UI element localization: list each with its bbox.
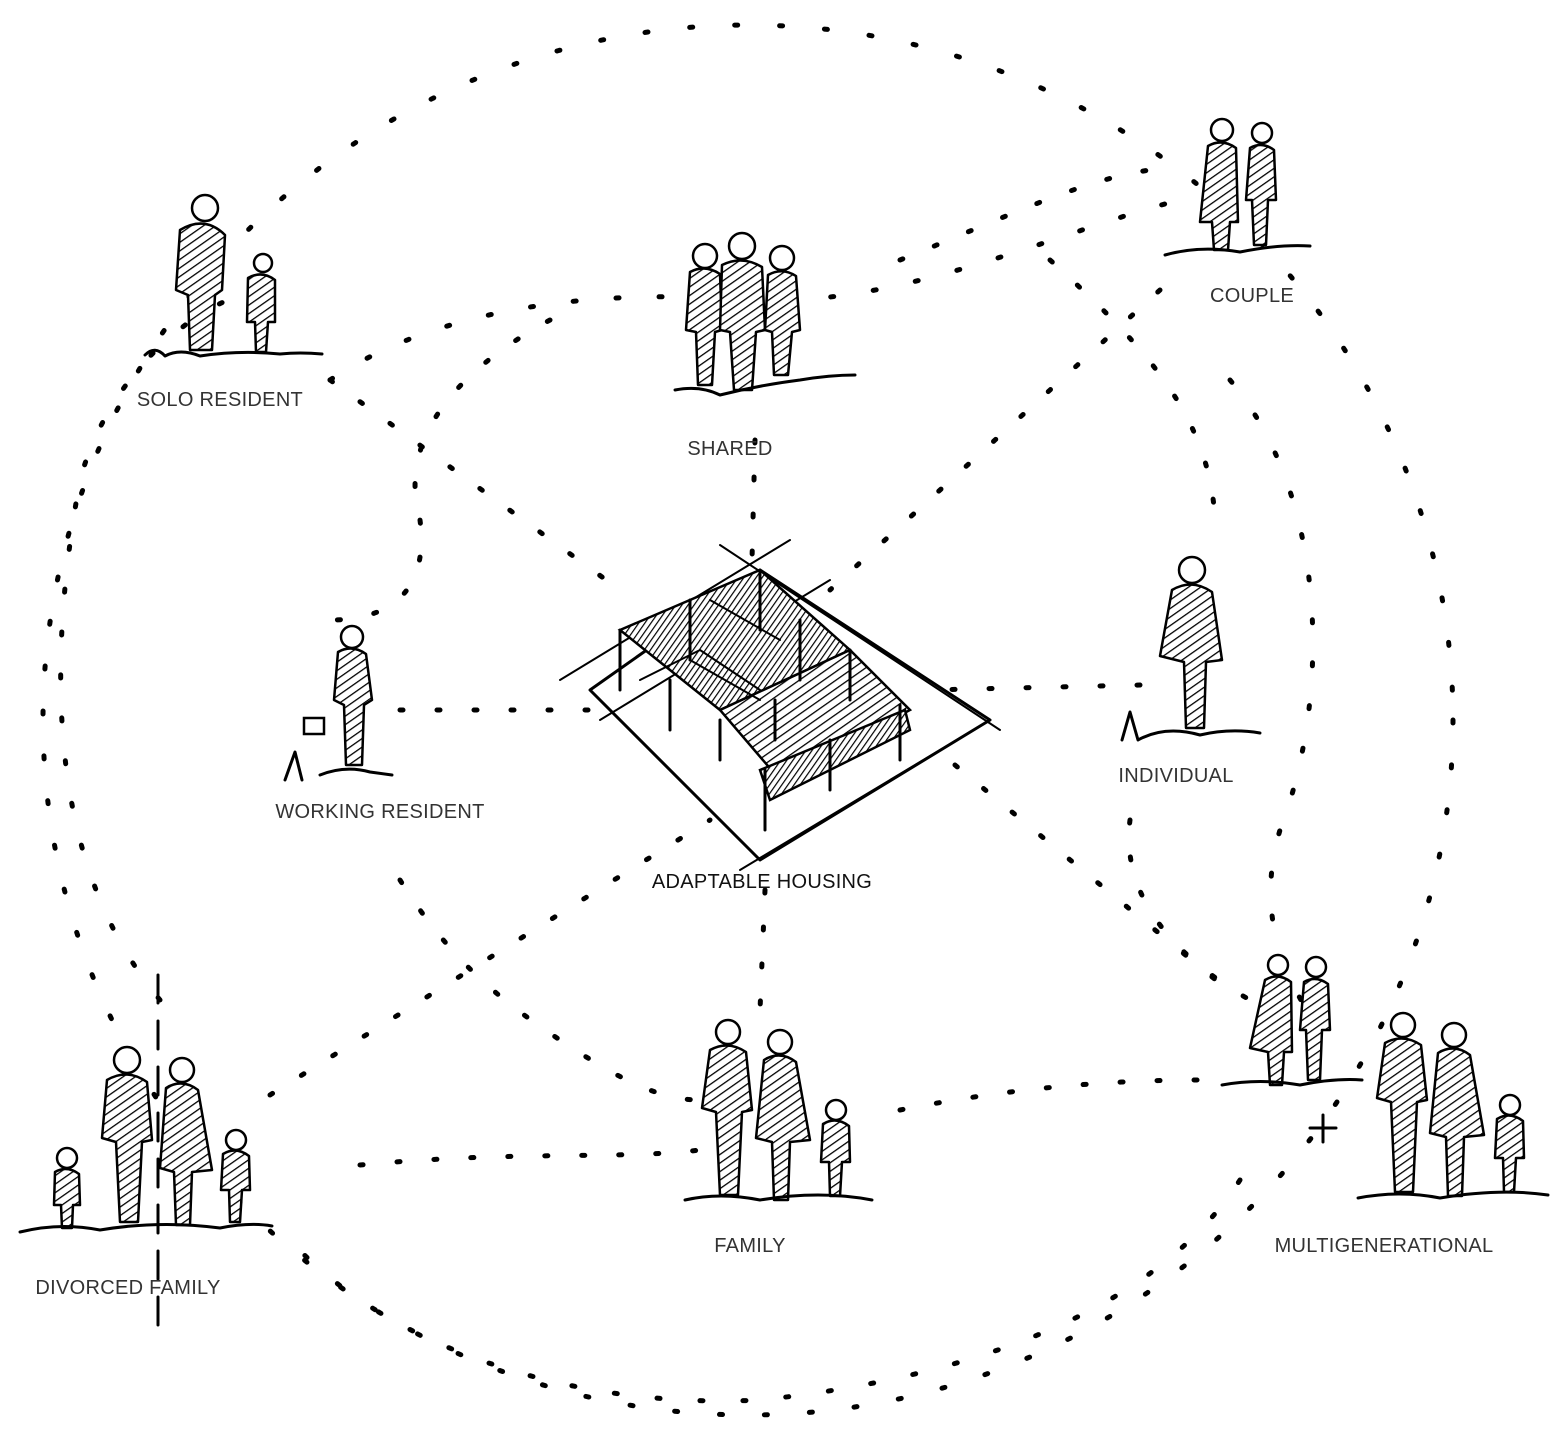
working-resident-icon: [283, 624, 394, 782]
working-resident-label: WORKING RESIDENT: [275, 801, 484, 823]
adaptable-housing-icon: [559, 539, 1001, 871]
shared-label: SHARED: [687, 438, 772, 460]
dotted-spokes: [267, 167, 1253, 1168]
couple-label: COUPLE: [1210, 285, 1294, 307]
multigenerational-icon: [1220, 953, 1550, 1200]
dotted-outer-ring: [40, 22, 1456, 1418]
solo-resident-label: SOLO RESIDENT: [137, 389, 303, 411]
family-label: FAMILY: [714, 1235, 785, 1257]
multigenerational-label: MULTIGENERATIONAL: [1275, 1235, 1494, 1257]
divorced-family-label: DIVORCED FAMILY: [35, 1277, 220, 1299]
solo-resident-icon: [143, 193, 324, 358]
center-label: ADAPTABLE HOUSING: [652, 871, 872, 893]
couple-icon: [1163, 117, 1312, 257]
dotted-inner-ring: [58, 197, 1323, 1404]
individual-label: INDIVIDUAL: [1118, 765, 1233, 787]
individual-icon: [1120, 555, 1262, 742]
shared-icon: [673, 231, 857, 397]
divorced-family-icon: [18, 973, 274, 1332]
family-icon: [683, 1018, 874, 1202]
